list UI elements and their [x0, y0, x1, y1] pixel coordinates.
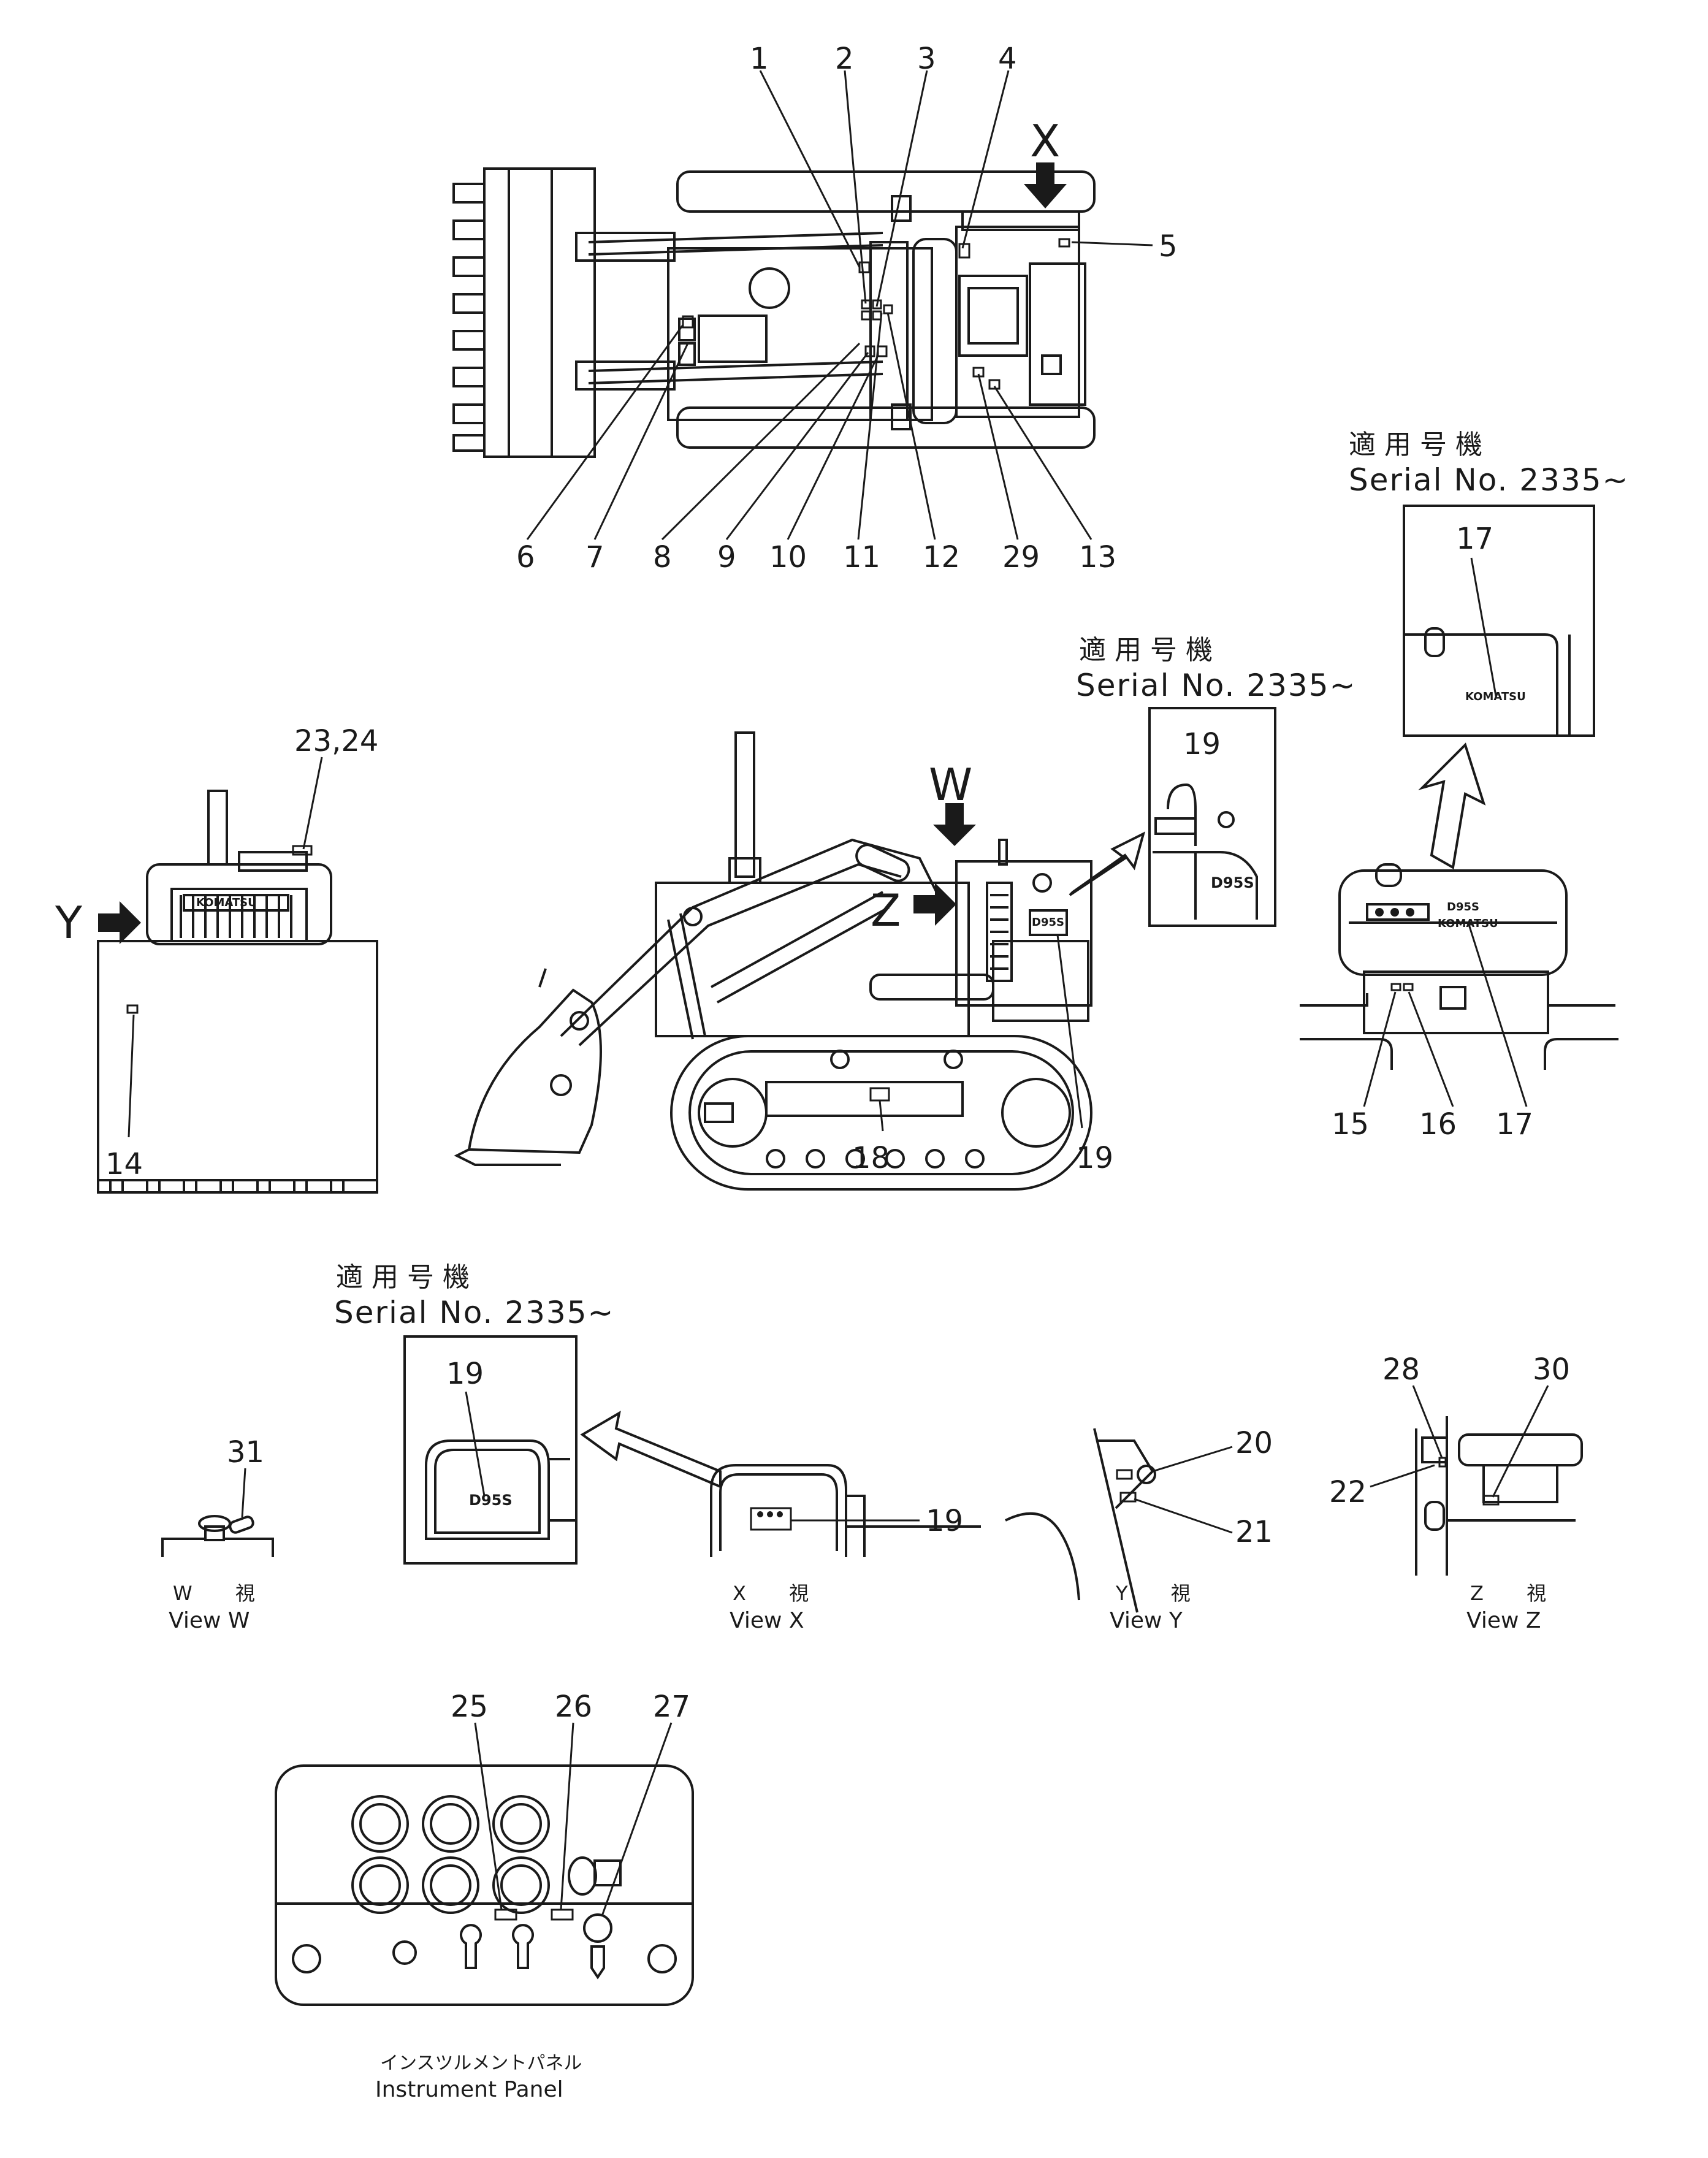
- serial-caption-3-jp: 適用号機: [336, 1262, 478, 1293]
- callout-2: 2: [835, 42, 854, 76]
- view-w-letter: W: [929, 759, 972, 810]
- serial-caption-1-en: Serial No. 2335~: [1349, 462, 1629, 498]
- front-view-machine: KOMATSU: [97, 790, 378, 1194]
- view-y-letter: Y: [55, 897, 83, 948]
- view-y-drawing: 20 21 Y 視 View Y: [1093, 1426, 1273, 1633]
- decal-model-b: D95S: [469, 1492, 513, 1509]
- serial-caption-1: 適用号機 Serial No. 2335~: [1349, 429, 1629, 498]
- serial-caption-3: 適用号機 Serial No. 2335~: [334, 1262, 614, 1330]
- callout-3: 3: [917, 42, 936, 76]
- callout-17: 17: [1496, 1107, 1533, 1142]
- view-x-label-jp: X 視: [733, 1582, 827, 1605]
- serial-caption-2-en: Serial No. 2335~: [1076, 668, 1356, 703]
- callout-8: 8: [653, 540, 672, 574]
- callout-16: 16: [1419, 1107, 1457, 1142]
- callout-19-side: 19: [1076, 1141, 1113, 1175]
- callout-17-detail: 17: [1456, 522, 1493, 556]
- serial-caption-2-jp: 適用号機: [1079, 635, 1221, 666]
- callout-23-24: 23,24: [294, 724, 378, 758]
- serial-caption-1-jp: 適用号機: [1349, 429, 1491, 460]
- callout-28: 28: [1382, 1352, 1420, 1387]
- callout-27: 27: [653, 1690, 690, 1724]
- callout-19-detail-b: 19: [446, 1357, 484, 1391]
- view-x-letter: X: [1030, 115, 1060, 167]
- decal-model-rear: D95S: [1447, 901, 1479, 913]
- serial-caption-2: 適用号機 Serial No. 2335~: [1076, 635, 1356, 703]
- view-x-drawing: 19 X 視 View X: [710, 1464, 1080, 1633]
- view-x-label-en: View X: [730, 1608, 804, 1633]
- callout-30: 30: [1533, 1352, 1570, 1387]
- callout-19-detail-a: 19: [1183, 727, 1221, 761]
- callout-7: 7: [585, 540, 604, 574]
- callout-15: 15: [1332, 1107, 1369, 1142]
- arrow-to-box-19-a: [1069, 831, 1146, 896]
- view-w-drawing: 31 W 視 View W: [161, 1435, 274, 1633]
- callout-22: 22: [1329, 1475, 1367, 1509]
- instrument-panel-drawing: 25 26 27 インスツルメントパネル Instrument Panel: [275, 1690, 694, 2102]
- callout-1: 1: [750, 42, 769, 76]
- view-z-letter: Z: [871, 885, 901, 936]
- front-view-labels: Y 23,24 14: [55, 724, 378, 1181]
- view-w-label-jp: W 視: [173, 1582, 273, 1605]
- callout-12: 12: [923, 540, 960, 574]
- callout-10: 10: [769, 540, 807, 574]
- arrow-to-box-17: [1418, 742, 1486, 870]
- side-view-machine: [454, 731, 1092, 1191]
- callout-4: 4: [998, 42, 1017, 76]
- view-y-label-en: View Y: [1110, 1608, 1183, 1633]
- callout-5: 5: [1159, 229, 1178, 264]
- view-z-label-en: View Z: [1466, 1608, 1541, 1633]
- callout-6: 6: [516, 540, 535, 574]
- instrument-panel-caption-jp: インスツルメントパネル: [380, 2053, 582, 2074]
- view-y-label-jp: Y 視: [1115, 1582, 1209, 1605]
- callout-21: 21: [1235, 1515, 1273, 1549]
- top-view-callouts: 1 2 3 4 5 6 7 8 9 10 11 12 29 13: [516, 42, 1178, 574]
- gauge-cluster: [351, 1795, 550, 1914]
- rear-view-machine: D95S KOMATSU: [1300, 863, 1618, 1107]
- callout-13: 13: [1079, 540, 1116, 574]
- callout-20: 20: [1235, 1426, 1273, 1460]
- instrument-panel-caption-en: Instrument Panel: [375, 2077, 563, 2102]
- top-view-leaders: [526, 70, 1153, 541]
- detail-box-17: 17 KOMATSU: [1403, 505, 1595, 737]
- decal-model-side: D95S: [1032, 916, 1064, 929]
- callout-26: 26: [555, 1690, 592, 1724]
- view-w-label-en: View W: [169, 1608, 250, 1633]
- callout-14: 14: [105, 1147, 143, 1181]
- top-view-machine: [452, 167, 1096, 458]
- callout-29: 29: [1002, 540, 1040, 574]
- serial-caption-3-en: Serial No. 2335~: [334, 1295, 614, 1330]
- callout-19-view-x: 19: [926, 1504, 963, 1538]
- rear-view-callouts: 15 16 17: [1332, 1107, 1533, 1142]
- detail-box-19-b: 19 D95S: [403, 1335, 578, 1565]
- view-z-drawing: 28 30 22 Z 視 View Z: [1329, 1352, 1583, 1633]
- view-z-label-jp: Z 視: [1470, 1582, 1565, 1605]
- decal-model-a: D95S: [1211, 874, 1254, 891]
- decal-komatsu-front: KOMATSU: [196, 896, 257, 909]
- callout-11: 11: [843, 540, 880, 574]
- callout-31: 31: [227, 1435, 264, 1470]
- arrow-to-box-19-b: [580, 1411, 722, 1489]
- callout-9: 9: [717, 540, 736, 574]
- view-x-arrow: X: [1024, 115, 1067, 208]
- callout-25: 25: [451, 1690, 488, 1724]
- detail-box-19-a: 19 D95S: [1148, 707, 1276, 927]
- callout-18: 18: [852, 1141, 890, 1175]
- decal-komatsu-detail: KOMATSU: [1465, 690, 1526, 703]
- side-view-labels: W Z D95S 18 19: [852, 759, 1113, 1175]
